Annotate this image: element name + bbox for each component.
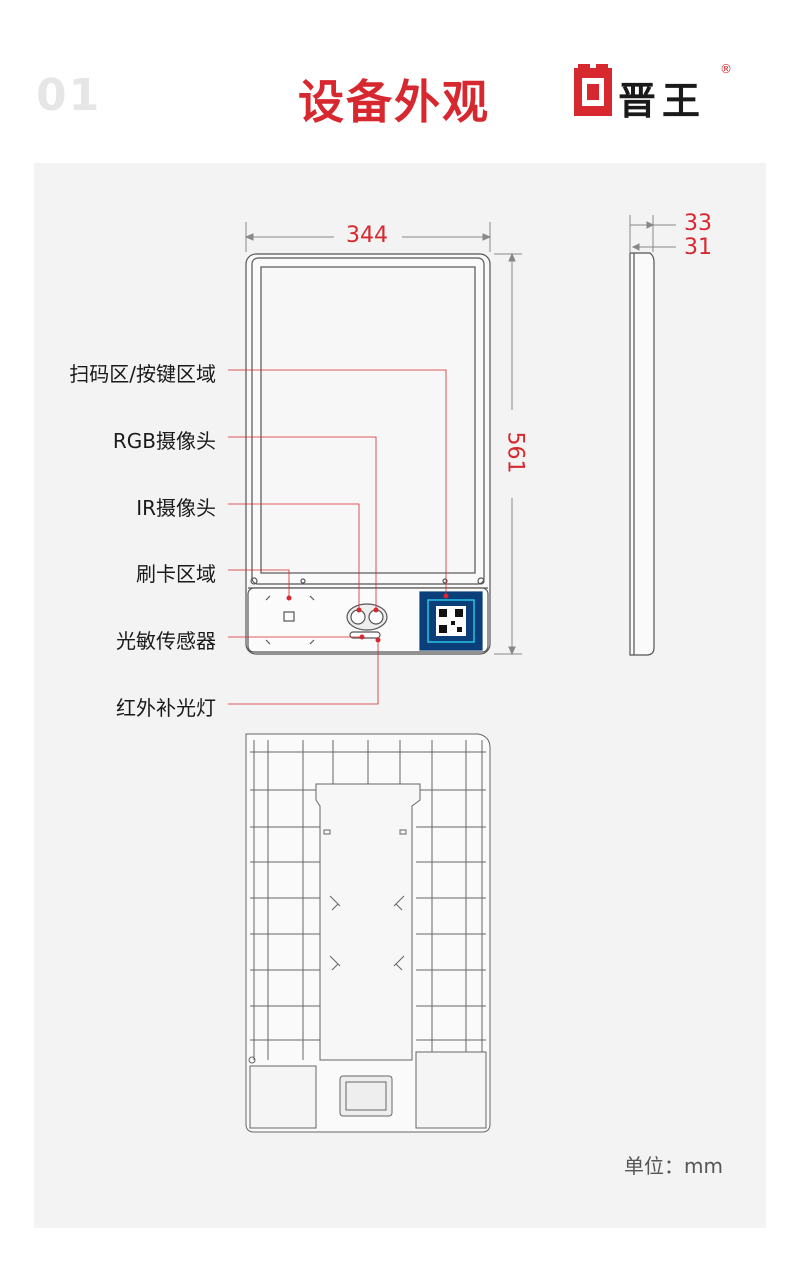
width-dimension: 344	[346, 223, 388, 248]
front-view	[245, 253, 491, 655]
callout-ir-camera: IR摄像头	[136, 496, 216, 520]
height-dimension: 561	[502, 431, 528, 474]
callout-ir-fill-light: 红外补光灯	[116, 696, 216, 720]
back-view	[245, 733, 491, 1133]
callout-scan-area: 扫码区/按键区域	[69, 362, 216, 386]
callout-rgb-camera: RGB摄像头	[112, 429, 216, 453]
callout-card-area: 刷卡区域	[136, 562, 216, 586]
callout-light-sensor: 光敏传感器	[116, 629, 216, 653]
dimension-lines	[244, 215, 676, 656]
brand-emblem-icon	[574, 64, 612, 116]
registered-mark: ®	[720, 62, 732, 76]
page-title: 设备外观	[298, 75, 490, 129]
section-number: 01	[36, 70, 102, 121]
depth-outer-dimension: 33	[684, 211, 712, 236]
callout-leaders	[228, 369, 447, 705]
depth-inner-dimension: 31	[684, 235, 712, 260]
callout-dots	[286, 593, 449, 643]
unit-label: 单位：mm	[624, 1154, 723, 1178]
brand-name: 晋王	[618, 78, 707, 123]
side-view	[629, 252, 655, 656]
brand-logo: 晋王 ®	[574, 62, 734, 123]
